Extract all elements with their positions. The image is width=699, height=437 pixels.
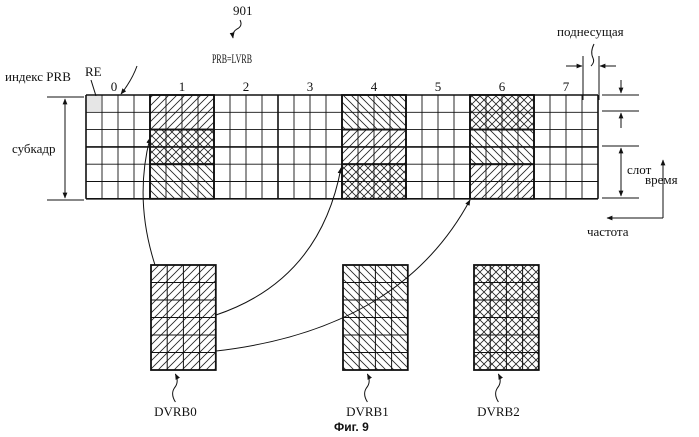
prb-index-labels: 0 1 2 3 4 5 6 7	[111, 79, 570, 94]
prb-index-5: 5	[435, 79, 442, 94]
prb-index-2: 2	[243, 79, 250, 94]
mapping-arrow-dvrb0-to-prb4	[215, 167, 343, 316]
dvrb-block-dvrb1: DVRB1	[342, 264, 409, 419]
prb-lvrb-label: PRB=LVRB	[212, 51, 252, 66]
allocation-border	[341, 163, 407, 200]
reference-numeral-leader	[229, 19, 242, 39]
allocation-border	[149, 163, 215, 200]
subframe-label: субкадр	[12, 141, 56, 156]
re-label: RE	[85, 64, 102, 79]
prb-index-label: индекс PRB	[5, 69, 71, 84]
re-leader	[90, 79, 97, 97]
figure-caption: Фиг. 9	[334, 420, 369, 434]
prb-index-3: 3	[307, 79, 314, 94]
dvrb-border	[473, 264, 540, 371]
dvrb-block-dvrb0: DVRB0	[150, 264, 217, 419]
prb-index-4: 4	[371, 79, 378, 94]
prb-lvrb-leader	[120, 65, 138, 95]
subcarrier-label: поднесущая	[557, 24, 624, 39]
dvrb-leader	[364, 373, 372, 403]
prb-index-0: 0	[111, 79, 118, 94]
allocation-border	[469, 163, 535, 200]
resource-element	[87, 96, 101, 112]
dvrb-leader	[495, 373, 503, 403]
prb-index-1: 1	[179, 79, 186, 94]
dvrb-border	[150, 264, 217, 371]
frequency-label: частота	[587, 224, 629, 239]
dvrb-label-dvrb0: DVRB0	[154, 404, 197, 419]
prb-index-7: 7	[563, 79, 570, 94]
dvrb-blocks: DVRB0 DVRB1 DVRB2	[150, 264, 540, 419]
mapping-arrow-dvrb0-to-prb1	[142, 137, 156, 266]
mapping-arrow-dvrb1-to-prb6	[215, 199, 471, 352]
time-label: время	[645, 172, 678, 187]
resource-grid	[85, 94, 599, 200]
reference-numeral: 901	[233, 3, 253, 18]
dvrb-block-dvrb2: DVRB2	[473, 264, 540, 419]
dvrb-label-dvrb1: DVRB1	[346, 404, 389, 419]
dvrb-leader	[172, 373, 180, 403]
dvrb-label-dvrb2: DVRB2	[477, 404, 520, 419]
slot-label: слот	[627, 162, 652, 177]
prb-index-6: 6	[499, 79, 506, 94]
subcarrier-leader	[590, 43, 595, 67]
